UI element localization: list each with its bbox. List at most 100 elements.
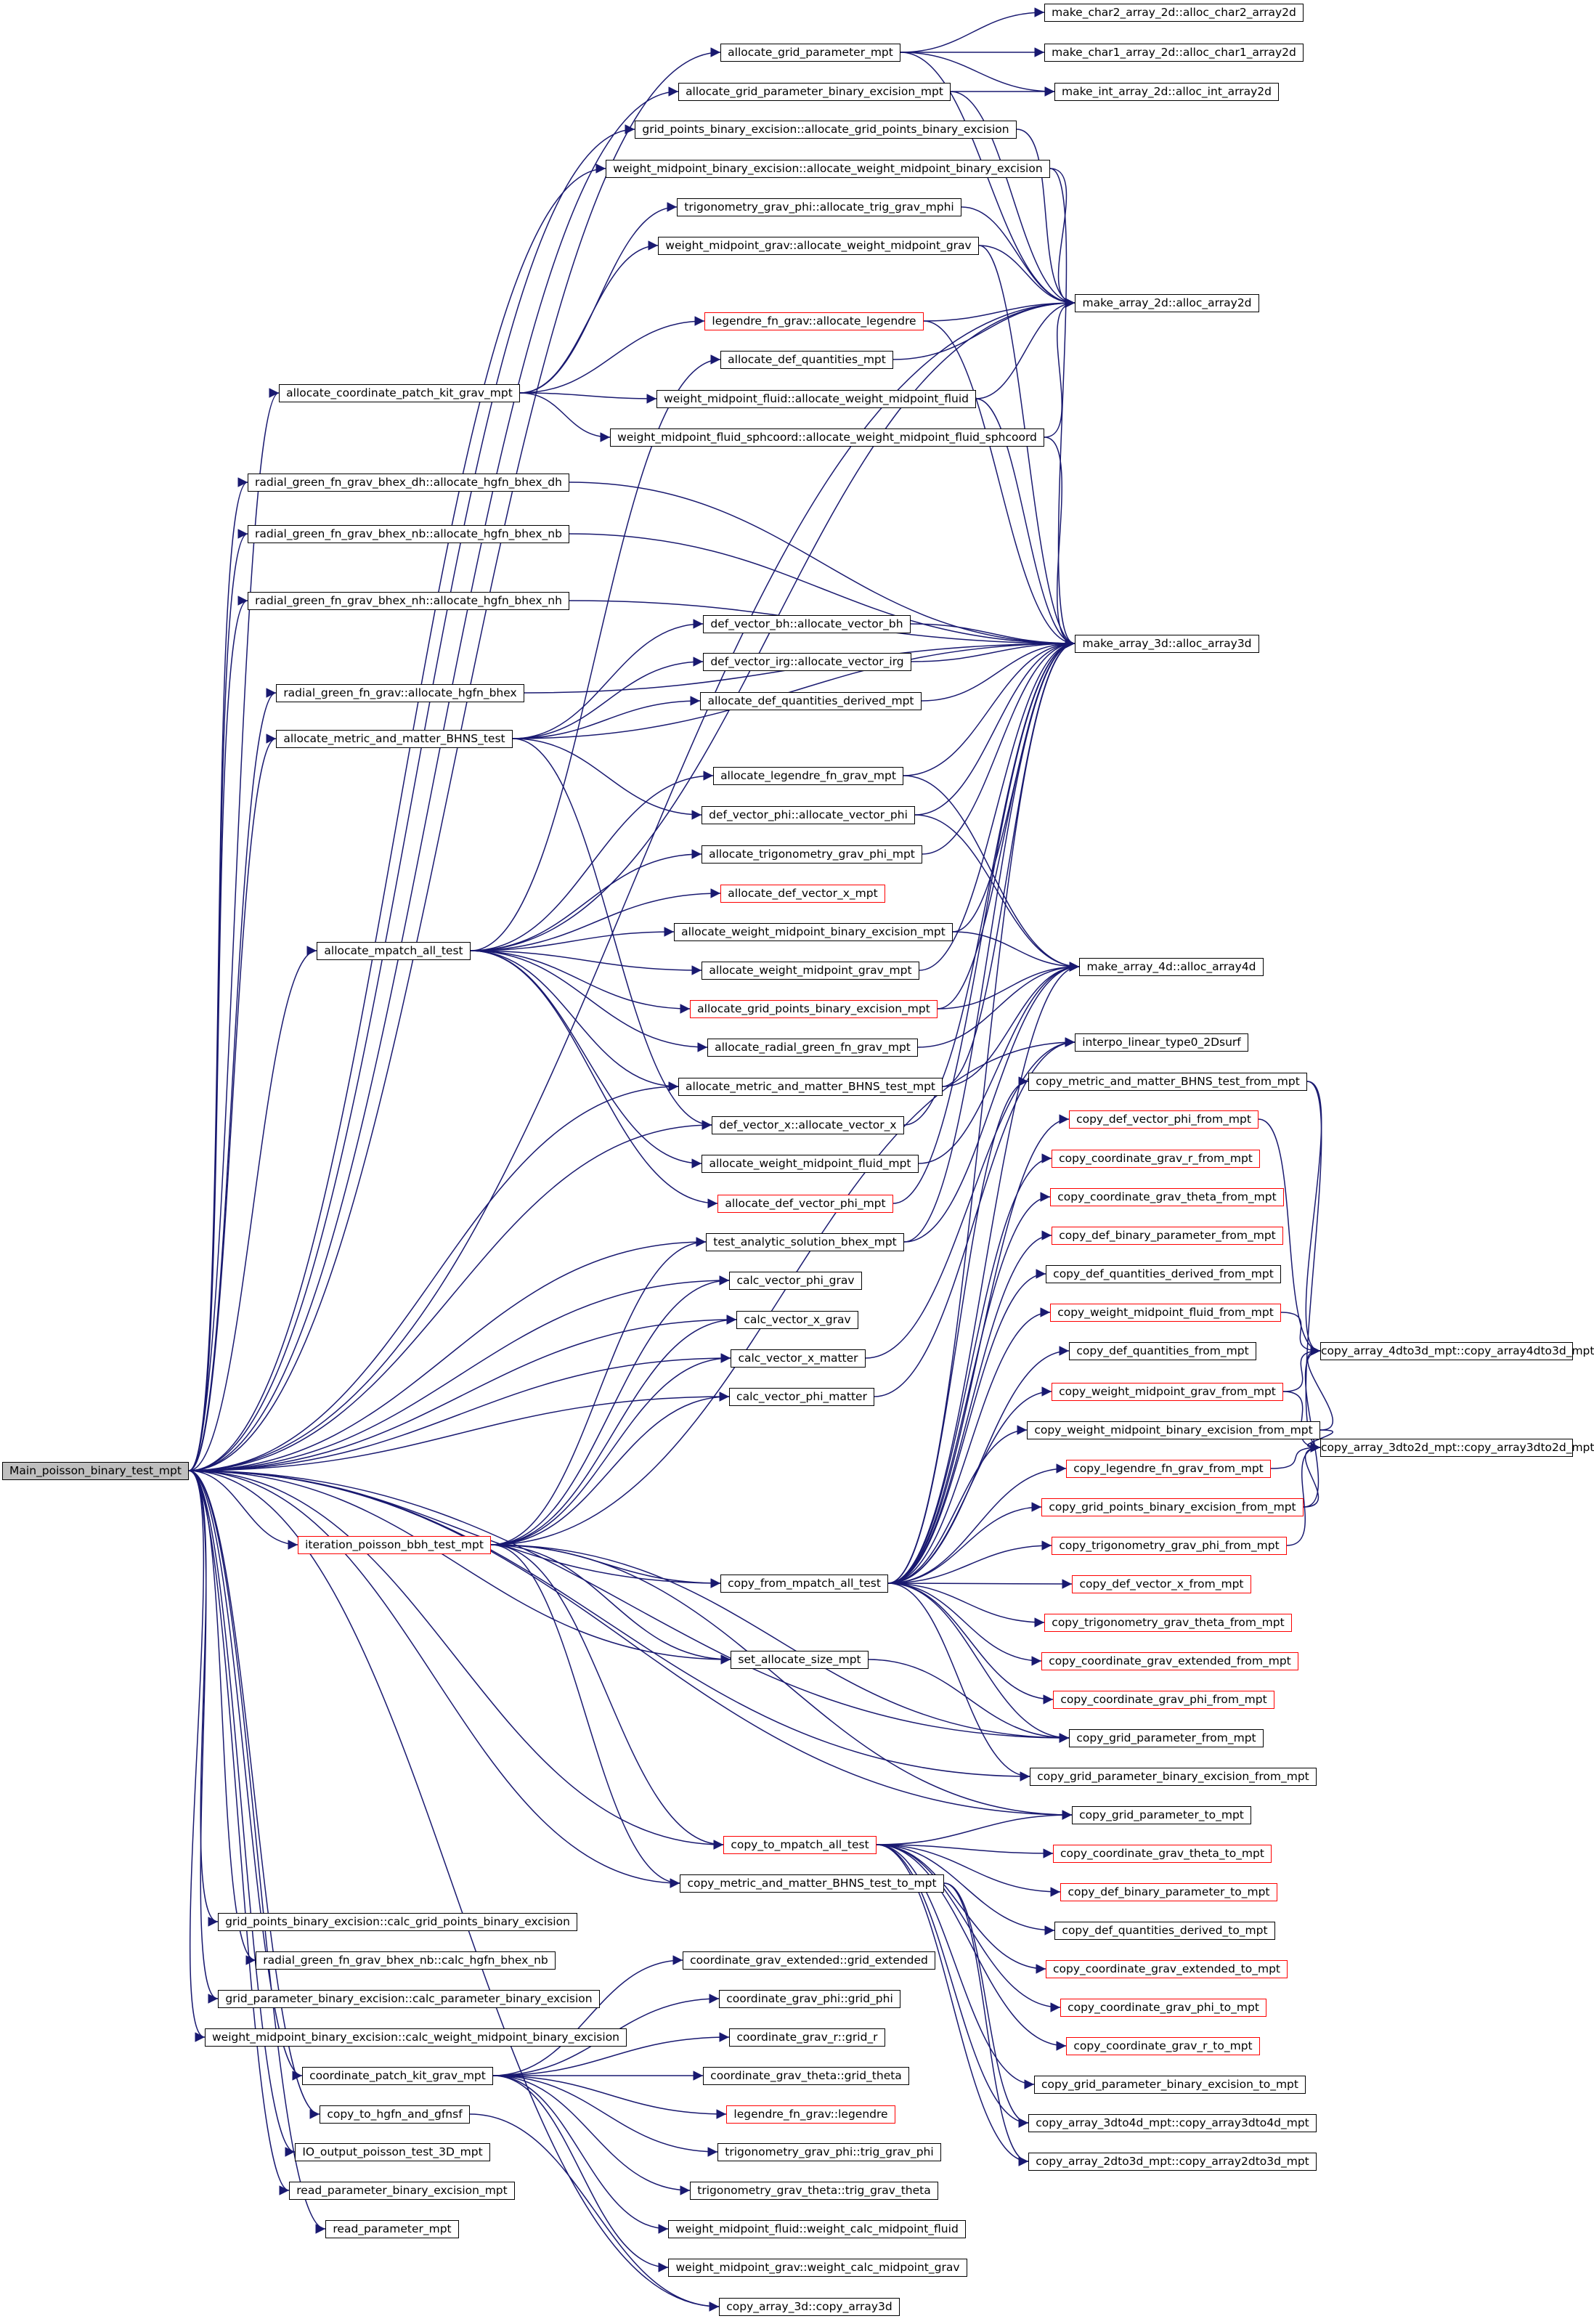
node-cgpf[interactable]: copy_grid_parameter_from_mpt bbox=[1069, 1729, 1264, 1747]
node-mc1[interactable]: make_char1_array_2d::alloc_char1_array2d bbox=[1044, 44, 1304, 62]
node-argf[interactable]: allocate_radial_green_fn_grav_mpt bbox=[707, 1039, 918, 1057]
node-ilt[interactable]: interpo_linear_type0_2Dsurf bbox=[1075, 1033, 1248, 1052]
node-hgfn-nh[interactable]: radial_green_fn_grav_bhex_nh::allocate_h… bbox=[248, 592, 569, 610]
node-advx[interactable]: allocate_def_vector_x_mpt bbox=[720, 885, 885, 903]
node-cwmgf[interactable]: copy_weight_midpoint_grav_from_mpt bbox=[1052, 1383, 1283, 1401]
node-cdvxf[interactable]: copy_def_vector_x_from_mpt bbox=[1072, 1575, 1251, 1593]
node-cdvphif[interactable]: copy_def_vector_phi_from_mpt bbox=[1069, 1110, 1258, 1129]
node-cdqf[interactable]: copy_def_quantities_from_mpt bbox=[1069, 1342, 1256, 1360]
node-cvxg[interactable]: calc_vector_x_grav bbox=[736, 1311, 858, 1329]
node-leg-alloc[interactable]: legendre_fn_grav::allocate_legendre bbox=[704, 312, 924, 330]
node-wmf-alloc[interactable]: weight_midpoint_fluid::allocate_weight_m… bbox=[656, 390, 976, 408]
node-dvirg[interactable]: def_vector_irg::allocate_vector_irg bbox=[703, 653, 911, 671]
node-ccgpf[interactable]: copy_coordinate_grav_phi_from_mpt bbox=[1053, 1691, 1274, 1709]
node-calc-gpbe[interactable]: grid_points_binary_excision::calc_grid_p… bbox=[218, 1913, 577, 1931]
node-calc-gpar[interactable]: grid_parameter_binary_excision::calc_par… bbox=[218, 1990, 600, 2008]
node-awmbe[interactable]: allocate_weight_midpoint_binary_excision… bbox=[674, 923, 953, 941]
node-advphi[interactable]: allocate_def_vector_phi_mpt bbox=[717, 1195, 893, 1213]
node-cgpt[interactable]: copy_grid_parameter_to_mpt bbox=[1072, 1806, 1251, 1824]
node-mi2[interactable]: make_int_array_2d::alloc_int_array2d bbox=[1054, 83, 1279, 101]
node-cwmff[interactable]: copy_weight_midpoint_fluid_from_mpt bbox=[1050, 1304, 1281, 1322]
node-ma2[interactable]: make_array_2d::alloc_array2d bbox=[1075, 294, 1259, 312]
node-awmg[interactable]: allocate_weight_midpoint_grav_mpt bbox=[702, 962, 919, 980]
node-ipb[interactable]: iteration_poisson_bbh_test_mpt bbox=[298, 1536, 491, 1554]
node-ma3[interactable]: make_array_3d::alloc_array3d bbox=[1075, 635, 1259, 653]
node-ccgrt[interactable]: copy_coordinate_grav_r_to_mpt bbox=[1066, 2037, 1260, 2055]
node-gr[interactable]: coordinate_grav_r::grid_r bbox=[729, 2028, 885, 2047]
node-calc-hgfn[interactable]: radial_green_fn_grav_bhex_nb::calc_hgfn_… bbox=[256, 1951, 556, 1970]
node-cgrf[interactable]: copy_coordinate_grav_r_from_mpt bbox=[1052, 1150, 1260, 1168]
node-dvx[interactable]: def_vector_x::allocate_vector_x bbox=[712, 1116, 904, 1134]
node-wmbe-alloc[interactable]: weight_midpoint_binary_excision::allocat… bbox=[606, 160, 1050, 178]
node-ctgpf[interactable]: copy_trigonometry_grav_phi_from_mpt bbox=[1052, 1537, 1287, 1555]
node-cgpbext[interactable]: copy_grid_parameter_binary_excision_to_m… bbox=[1034, 2076, 1306, 2094]
node-rpbe[interactable]: read_parameter_binary_excision_mpt bbox=[289, 2182, 515, 2200]
node-wmg-alloc[interactable]: weight_midpoint_grav::allocate_weight_mi… bbox=[658, 237, 979, 255]
node-ge[interactable]: coordinate_grav_extended::grid_extended bbox=[683, 1951, 935, 1970]
node-cgpbef[interactable]: copy_grid_points_binary_excision_from_mp… bbox=[1041, 1498, 1304, 1516]
node-cdqdf[interactable]: copy_def_quantities_derived_from_mpt bbox=[1046, 1265, 1281, 1283]
node-cfm[interactable]: copy_from_mpatch_all_test bbox=[720, 1575, 888, 1593]
node-tgtheta[interactable]: trigonometry_grav_theta::trig_grav_theta bbox=[690, 2182, 938, 2200]
node-tas[interactable]: test_analytic_solution_bhex_mpt bbox=[706, 1233, 904, 1251]
node-cpk[interactable]: coordinate_patch_kit_grav_mpt bbox=[302, 2067, 493, 2085]
node-cwmbef[interactable]: copy_weight_midpoint_binary_excision_fro… bbox=[1027, 1421, 1320, 1439]
node-agpbe[interactable]: allocate_grid_parameter_binary_excision_… bbox=[678, 83, 951, 101]
node-ammbt[interactable]: allocate_metric_and_matter_BHNS_test_mpt bbox=[678, 1078, 943, 1096]
node-amm[interactable]: allocate_metric_and_matter_BHNS_test bbox=[276, 730, 513, 748]
node-ca3d[interactable]: copy_array_3d::copy_array3d bbox=[719, 2298, 900, 2316]
node-cthg[interactable]: copy_to_hgfn_and_gfnsf bbox=[320, 2105, 470, 2124]
node-agp[interactable]: allocate_grid_parameter_mpt bbox=[720, 44, 900, 62]
node-rp[interactable]: read_parameter_mpt bbox=[325, 2220, 459, 2238]
node-ccget[interactable]: copy_coordinate_grav_extended_to_mpt bbox=[1046, 1960, 1288, 1978]
node-cmmfm[interactable]: copy_metric_and_matter_BHNS_test_from_mp… bbox=[1028, 1073, 1307, 1091]
node-clff[interactable]: copy_legendre_fn_grav_from_mpt bbox=[1066, 1460, 1271, 1478]
node-tgphi[interactable]: trigonometry_grav_phi::trig_grav_phi bbox=[717, 2143, 941, 2161]
node-cmmtm[interactable]: copy_metric_and_matter_BHNS_test_to_mpt bbox=[680, 1874, 944, 1893]
node-amat[interactable]: allocate_mpatch_all_test bbox=[317, 942, 471, 960]
node-calc-wmbe[interactable]: weight_midpoint_binary_excision::calc_we… bbox=[205, 2028, 627, 2047]
node-adq[interactable]: allocate_def_quantities_mpt bbox=[720, 351, 893, 369]
node-sas[interactable]: set_allocate_size_mpt bbox=[731, 1651, 869, 1669]
node-ctm[interactable]: copy_to_mpatch_all_test bbox=[723, 1836, 877, 1854]
node-leg[interactable]: legendre_fn_grav::legendre bbox=[726, 2105, 895, 2124]
node-ca3to2[interactable]: copy_array_3dto2d_mpt::copy_array3dto2d_… bbox=[1320, 1439, 1594, 1457]
node-gphi[interactable]: coordinate_grav_phi::grid_phi bbox=[719, 1990, 900, 2008]
node-ca3to4[interactable]: copy_array_3dto4d_mpt::copy_array3dto4d_… bbox=[1028, 2114, 1317, 2132]
node-cvpm[interactable]: calc_vector_phi_matter bbox=[729, 1388, 874, 1406]
node-ccgtt[interactable]: copy_coordinate_grav_theta_to_mpt bbox=[1053, 1845, 1272, 1863]
node-alfg[interactable]: allocate_legendre_fn_grav_mpt bbox=[713, 767, 903, 785]
node-root[interactable]: Main_poisson_binary_test_mpt bbox=[2, 1462, 189, 1480]
node-atgp[interactable]: allocate_trigonometry_grav_phi_mpt bbox=[702, 845, 922, 864]
node-dvphi[interactable]: def_vector_phi::allocate_vector_phi bbox=[702, 806, 915, 824]
node-cdqdt[interactable]: copy_def_quantities_derived_to_mpt bbox=[1054, 1922, 1275, 1940]
node-cvxm[interactable]: calc_vector_x_matter bbox=[731, 1349, 866, 1368]
node-wcmf[interactable]: weight_midpoint_fluid::weight_calc_midpo… bbox=[668, 2220, 966, 2238]
node-ctgtf[interactable]: copy_trigonometry_grav_theta_from_mpt bbox=[1044, 1614, 1292, 1632]
node-ccgpt[interactable]: copy_coordinate_grav_phi_to_mpt bbox=[1060, 1999, 1266, 2017]
node-cvpg[interactable]: calc_vector_phi_grav bbox=[729, 1272, 862, 1290]
node-trig-phi-alloc[interactable]: trigonometry_grav_phi::allocate_trig_gra… bbox=[677, 198, 961, 216]
node-acpk[interactable]: allocate_coordinate_patch_kit_grav_mpt bbox=[279, 384, 520, 402]
node-cgtf[interactable]: copy_coordinate_grav_theta_from_mpt bbox=[1050, 1188, 1284, 1206]
node-io[interactable]: IO_output_poisson_test_3D_mpt bbox=[295, 2143, 490, 2161]
node-cdbpt[interactable]: copy_def_binary_parameter_to_mpt bbox=[1060, 1883, 1277, 1901]
node-ma4[interactable]: make_array_4d::alloc_array4d bbox=[1079, 958, 1264, 976]
node-cgpbexf[interactable]: copy_grid_parameter_binary_excision_from… bbox=[1030, 1768, 1317, 1786]
node-wmfs-alloc[interactable]: weight_midpoint_fluid_sphcoord::allocate… bbox=[610, 428, 1044, 447]
node-hgfn-nb[interactable]: radial_green_fn_grav_bhex_nb::allocate_h… bbox=[248, 525, 569, 543]
node-hgfn[interactable]: radial_green_fn_grav::allocate_hgfn_bhex bbox=[276, 684, 524, 702]
node-gtheta[interactable]: coordinate_grav_theta::grid_theta bbox=[703, 2067, 909, 2085]
node-ca4to3[interactable]: copy_array_4dto3d_mpt::copy_array4dto3d_… bbox=[1320, 1342, 1594, 1360]
node-mc2[interactable]: make_char2_array_2d::alloc_char2_array2d bbox=[1044, 4, 1304, 22]
node-ccgef[interactable]: copy_coordinate_grav_extended_from_mpt bbox=[1041, 1652, 1298, 1670]
node-adqd[interactable]: allocate_def_quantities_derived_mpt bbox=[700, 692, 922, 710]
node-dvbh[interactable]: def_vector_bh::allocate_vector_bh bbox=[703, 615, 911, 633]
node-gpbe-alloc[interactable]: grid_points_binary_excision::allocate_gr… bbox=[635, 121, 1017, 139]
node-hgfn-dh[interactable]: radial_green_fn_grav_bhex_dh::allocate_h… bbox=[248, 474, 569, 492]
node-wcmg[interactable]: weight_midpoint_grav::weight_calc_midpoi… bbox=[668, 2259, 967, 2277]
node-ca2to3[interactable]: copy_array_2dto3d_mpt::copy_array2dto3d_… bbox=[1028, 2153, 1317, 2171]
node-cdbpf[interactable]: copy_def_binary_parameter_from_mpt bbox=[1052, 1227, 1283, 1245]
node-awmf[interactable]: allocate_weight_midpoint_fluid_mpt bbox=[702, 1155, 919, 1173]
node-agpbe2[interactable]: allocate_grid_points_binary_excision_mpt bbox=[690, 1000, 938, 1018]
